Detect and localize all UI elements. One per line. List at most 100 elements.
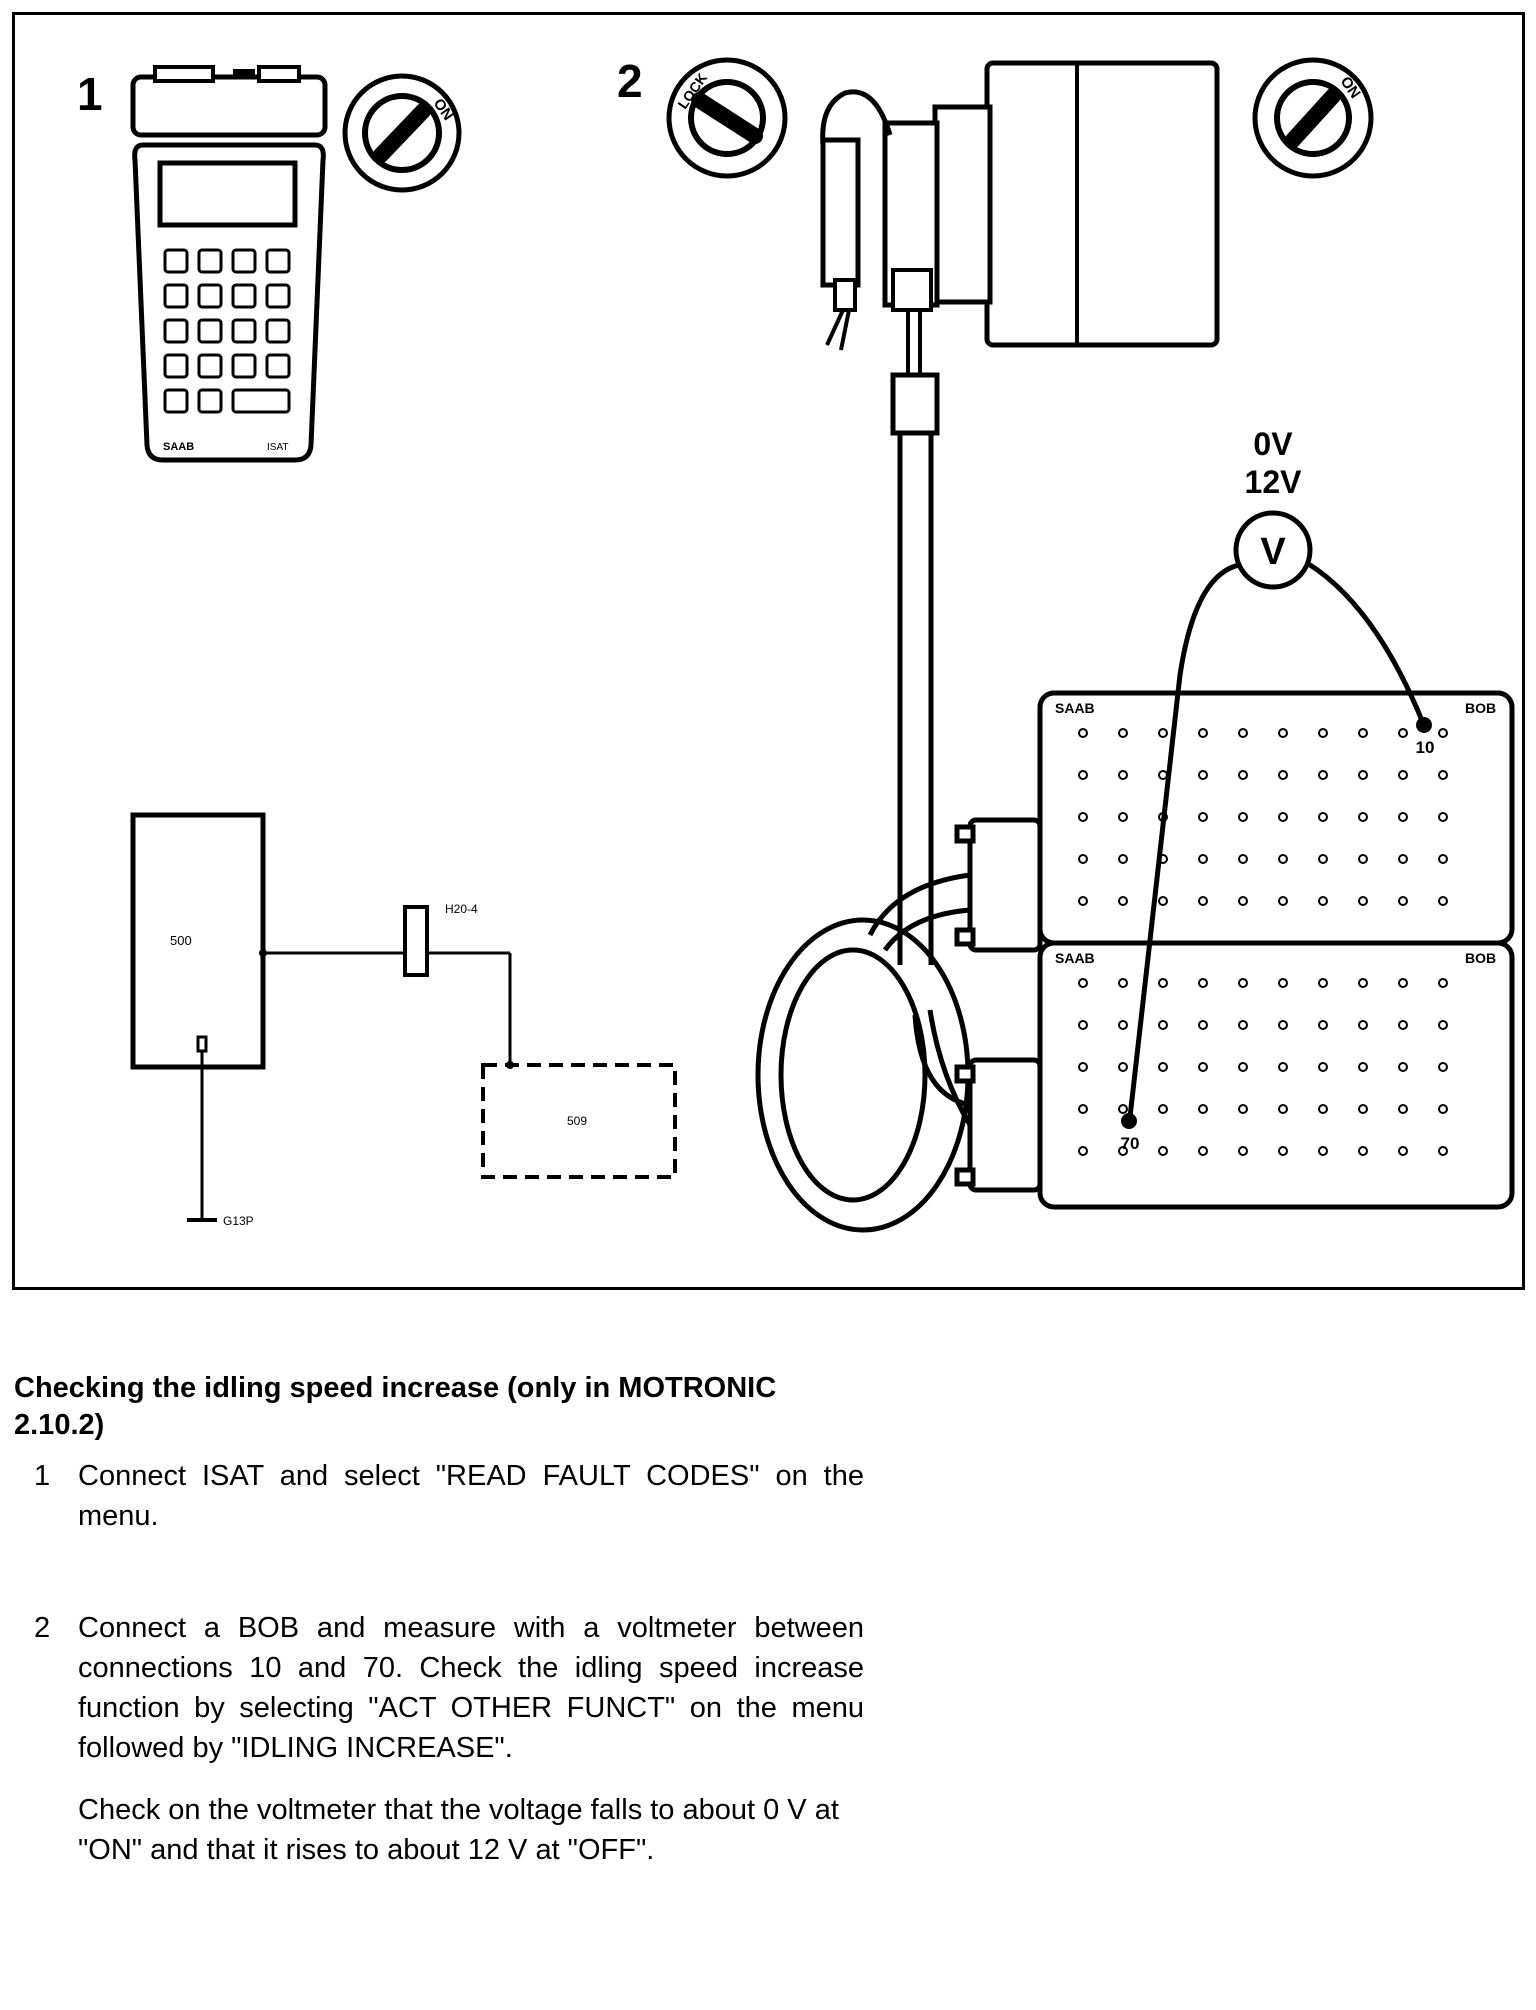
bob-upper-left-label: SAAB <box>1055 700 1095 716</box>
bob-socket-hole <box>1198 1020 1208 1030</box>
bob-socket-hole <box>1318 1146 1328 1156</box>
bob-socket-hole <box>1118 1146 1128 1156</box>
isat-display <box>157 160 298 228</box>
figure-frame: 1 SAAB ISAT ON 2 <box>12 12 1525 1290</box>
bob-socket-hole <box>1278 1062 1288 1072</box>
bob-socket-hole <box>1438 770 1448 780</box>
bob-socket-hole <box>1398 978 1408 988</box>
bob-socket-hole <box>1278 854 1288 864</box>
bob-socket-hole <box>1318 1104 1328 1114</box>
bob-socket-hole <box>1238 728 1248 738</box>
step-2-number: 2 <box>617 55 643 107</box>
bob-socket-hole <box>1398 770 1408 780</box>
bob-socket-hole <box>1278 1146 1288 1156</box>
bob-socket-hole <box>1278 812 1288 822</box>
bob-socket-hole <box>1358 728 1368 738</box>
bob-socket-hole <box>1198 978 1208 988</box>
bob-socket-hole <box>1158 896 1168 906</box>
bob-connectors <box>954 817 1043 1193</box>
bob-socket-hole <box>1078 1020 1088 1030</box>
bob-socket-hole <box>1358 896 1368 906</box>
bob-socket-hole <box>1278 770 1288 780</box>
bob-socket-hole <box>1318 1020 1328 1030</box>
bob-socket-hole <box>1438 1104 1448 1114</box>
bob-socket-hole <box>1398 1020 1408 1030</box>
bob-socket-hole <box>1198 1062 1208 1072</box>
bob-socket-hole <box>1078 1062 1088 1072</box>
bob-socket-hole <box>1118 978 1128 988</box>
schematic-control-unit-label: 500 <box>170 933 192 948</box>
bob-socket-hole <box>1358 1104 1368 1114</box>
bob-socket-hole <box>1238 1146 1248 1156</box>
schematic-actuator-label: 509 <box>567 1114 587 1128</box>
step-1-number-text: 1 <box>34 1460 51 1492</box>
bob-socket-hole <box>1238 978 1248 988</box>
bob-lower-right-label: BOB <box>1465 950 1496 966</box>
bob-socket-hole <box>1118 770 1128 780</box>
voltmeter-symbol: V <box>1260 531 1286 573</box>
schematic-connector-label: H20-4 <box>445 902 478 916</box>
bob-socket-hole <box>1358 854 1368 864</box>
isat-tester: SAAB ISAT <box>130 65 328 463</box>
bob-socket-hole <box>1318 854 1328 864</box>
bob-socket-hole <box>1238 896 1248 906</box>
bob-socket-hole <box>1118 812 1128 822</box>
ignition-switch-lock: LOCK <box>666 57 788 179</box>
bob-socket-hole <box>1078 896 1088 906</box>
control-unit-drawing <box>820 60 1220 375</box>
bob-socket-hole <box>1078 770 1088 780</box>
bob-socket-hole <box>1438 1062 1448 1072</box>
bob-socket-hole <box>1398 854 1408 864</box>
figure-illustration: 1 SAAB ISAT ON 2 <box>77 55 1515 1233</box>
bob-socket-hole <box>1438 896 1448 906</box>
schematic-ground-label: G13P <box>223 1214 254 1228</box>
bob-upper-right-label: BOB <box>1465 700 1496 716</box>
bob-socket-hole <box>1198 1104 1208 1114</box>
bob-socket-hole <box>1438 1020 1448 1030</box>
bob-socket-hole <box>1438 854 1448 864</box>
bob-socket-hole <box>1278 728 1288 738</box>
bob-socket-hole <box>1158 978 1168 988</box>
bob-socket-hole <box>1438 728 1448 738</box>
bob-socket-hole <box>1238 770 1248 780</box>
bob-socket-hole <box>1078 728 1088 738</box>
bob-socket-hole <box>1198 728 1208 738</box>
isat-model-text: ISAT <box>267 442 288 453</box>
bob-socket-hole <box>1358 812 1368 822</box>
bob-socket-hole <box>1398 896 1408 906</box>
bob-socket-hole <box>1158 728 1168 738</box>
bob-socket-hole <box>1358 1020 1368 1030</box>
bob-socket-hole <box>1158 1020 1168 1030</box>
bob-socket-hole <box>1318 770 1328 780</box>
bob-socket-hole <box>1318 1062 1328 1072</box>
step-2-text: Connect a BOB and measure with a voltmet… <box>78 1612 864 1764</box>
bob-socket-hole <box>1158 1146 1168 1156</box>
bob-socket-hole <box>1238 1104 1248 1114</box>
bob-socket-hole <box>1278 1104 1288 1114</box>
bob-socket-hole <box>1358 770 1368 780</box>
bob-socket-hole <box>1318 896 1328 906</box>
bob-socket-hole <box>1238 1020 1248 1030</box>
bob-socket-hole <box>1238 812 1248 822</box>
bob-socket-hole <box>1398 1146 1408 1156</box>
isat-brand-text: SAAB <box>163 441 194 453</box>
instructions: Checking the idling speed increase (only… <box>14 1370 864 1870</box>
bob-socket-hole <box>1118 896 1128 906</box>
section-title: Checking the idling speed increase (only… <box>14 1372 777 1441</box>
bob-lower-board: SAAB BOB <box>1037 940 1515 1210</box>
bob-socket-hole <box>1158 1104 1168 1114</box>
bob-cable <box>755 372 973 1233</box>
wiring-schematic: 500 H20-4 509 G13P <box>130 812 677 1228</box>
bob-socket-hole <box>1398 728 1408 738</box>
bob-socket-hole <box>1078 978 1088 988</box>
bob-socket-hole <box>1198 896 1208 906</box>
bob-upper-board: SAAB BOB <box>1037 690 1515 946</box>
bob-socket-hole <box>1118 1104 1128 1114</box>
bob-socket-hole <box>1358 978 1368 988</box>
step-1: 1 Connect ISAT and select "READ FAULT CO… <box>14 1456 864 1536</box>
schematic-connector <box>403 905 429 977</box>
bob-socket-hole <box>1438 812 1448 822</box>
voltmeter: 0V 12V V 10 70 <box>1121 426 1435 1153</box>
step-1-text: Connect ISAT and select "READ FAULT CODE… <box>78 1460 864 1532</box>
bob-socket-hole <box>1238 854 1248 864</box>
